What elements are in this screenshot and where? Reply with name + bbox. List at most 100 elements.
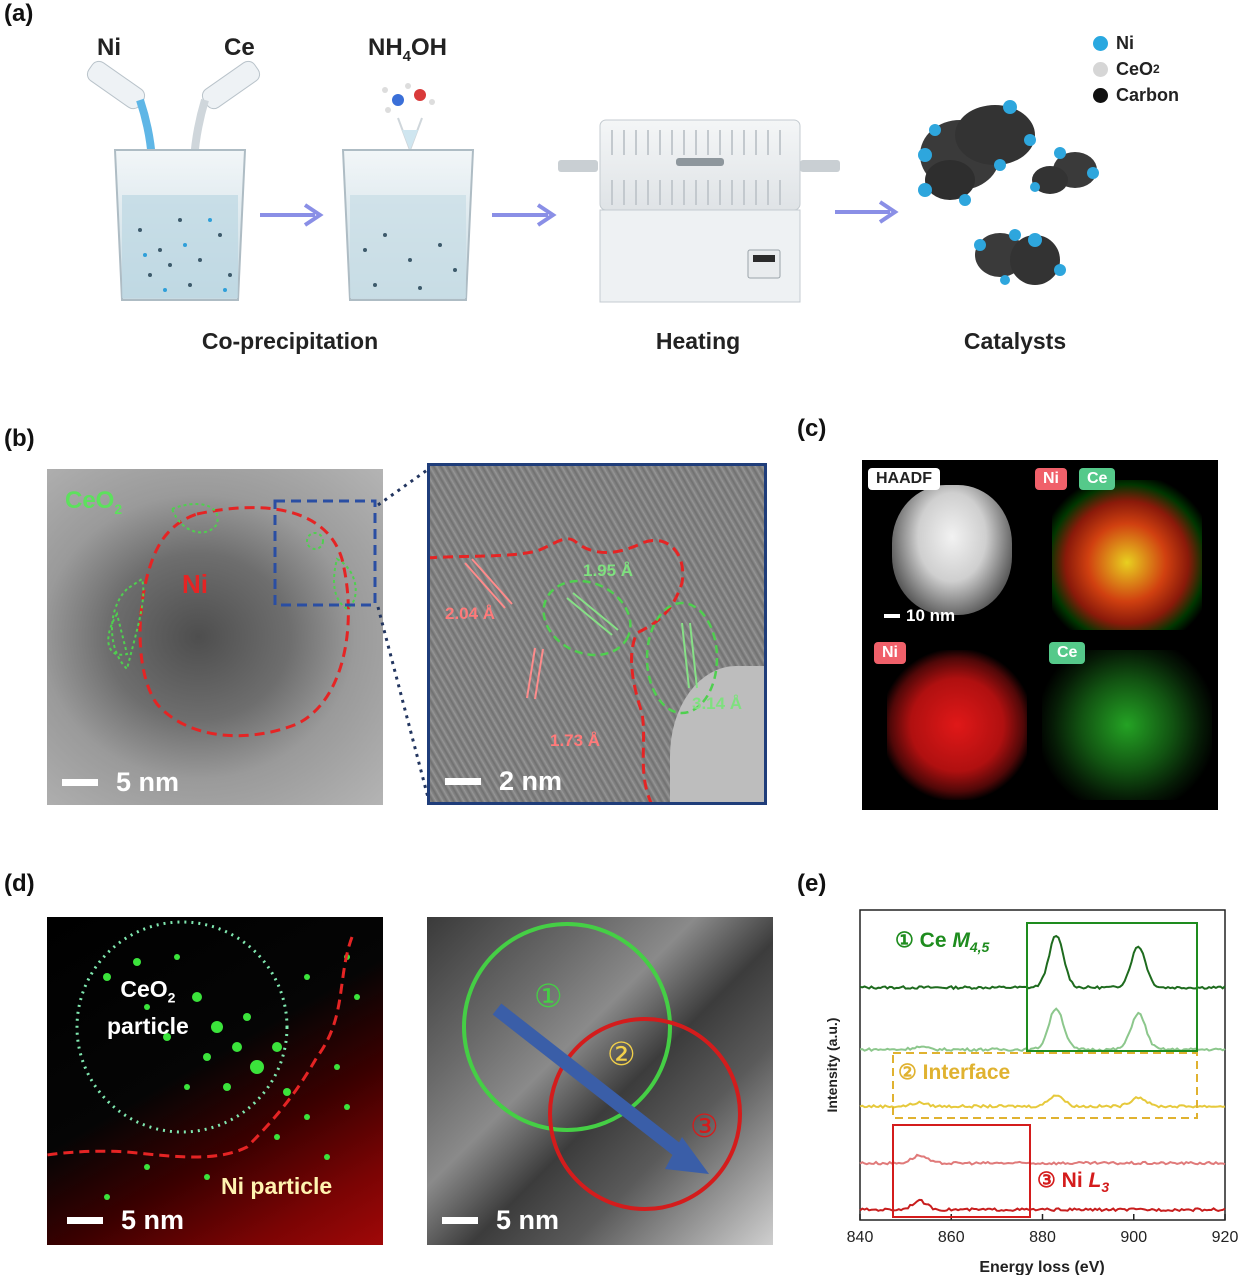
tag-haadf: HAADF bbox=[868, 468, 940, 490]
panel-a-label: (a) bbox=[4, 0, 34, 27]
ce-m45-box bbox=[1026, 922, 1198, 1052]
d-spacing-3: 1.73 Å bbox=[550, 731, 601, 750]
tem-image-high-mag: 1.95 Å 2.04 Å 1.73 Å 3.14 Å 2 nm bbox=[427, 463, 767, 805]
arrow-1 bbox=[260, 203, 324, 227]
marker-1: ① bbox=[534, 978, 563, 1014]
label-ni-particle: Ni particle bbox=[221, 1173, 333, 1199]
reagent-ce: Ce bbox=[224, 34, 255, 61]
scalebar-b-right-bar bbox=[445, 778, 481, 785]
scalebar-d-left-bar bbox=[67, 1217, 103, 1224]
reagent-nh4oh-sub: 4 bbox=[402, 47, 412, 65]
spectrum-line-1 bbox=[859, 934, 1226, 991]
eds-map-ni bbox=[887, 650, 1027, 800]
tag-ni-overlay: Ni bbox=[1035, 468, 1067, 490]
marker-3: ③ bbox=[690, 1108, 719, 1144]
scalebar-c-text: 10 nm bbox=[906, 606, 956, 625]
tag-ce-overlay: Ce bbox=[1079, 468, 1116, 490]
eds-map-ce bbox=[1042, 650, 1212, 800]
scalebar-d-left: 5 nm bbox=[67, 1205, 184, 1236]
arrow-3 bbox=[835, 200, 899, 224]
scalebar-b-left-bar bbox=[62, 779, 98, 786]
legend-text-ceo2-sub: 2 bbox=[1153, 62, 1160, 76]
label-ceo2-d-sub: 2 bbox=[167, 989, 176, 1006]
legend-text-carbon: Carbon bbox=[1116, 84, 1179, 105]
scalebar-d-right: 5 nm bbox=[442, 1205, 559, 1236]
step-coprecipitation: Co-precipitation bbox=[201, 328, 379, 354]
scalebar-c: 10 nm bbox=[884, 606, 955, 626]
reagent-nh4oh-main: NH bbox=[368, 34, 403, 61]
label-ceo2-b: CeO2 bbox=[65, 487, 122, 517]
x-tick-label-860: 860 bbox=[938, 1229, 965, 1246]
reagent-nh4oh-tail: OH bbox=[411, 34, 448, 61]
spectrum-line-5 bbox=[859, 1198, 1226, 1213]
x-tick-label-920: 920 bbox=[1212, 1229, 1239, 1246]
legend-item-ni: Ni bbox=[1093, 30, 1179, 56]
x-tick-label-880: 880 bbox=[1029, 1229, 1056, 1246]
legend-dot-carbon bbox=[1093, 87, 1108, 103]
tem-low-mag-overlay bbox=[107, 499, 377, 738]
reagent-nh4oh: NH4OH bbox=[368, 34, 447, 65]
legend-text-ni: Ni bbox=[1116, 32, 1134, 53]
panel-e-label: (e) bbox=[797, 870, 827, 897]
synthesis-scheme bbox=[86, 60, 899, 303]
label-ceo2-particle: CeO2 particle bbox=[107, 975, 189, 1040]
beaker-precipitation bbox=[341, 149, 475, 301]
label-ceo2-d-line2: particle bbox=[107, 1012, 189, 1039]
scalebar-b-left-text: 5 nm bbox=[116, 767, 180, 797]
stem-image: ① ② ③ 5 nm bbox=[427, 917, 773, 1245]
eels-map: CeO2 particle Ni particle 5 nm bbox=[47, 917, 383, 1245]
x-tick-label-900: 900 bbox=[1120, 1229, 1147, 1246]
catalyst-particles bbox=[918, 100, 1099, 285]
scalebar-d-right-text: 5 nm bbox=[496, 1205, 560, 1235]
legend-dot-ceo2 bbox=[1093, 61, 1108, 77]
scalebar-c-bar bbox=[884, 614, 900, 618]
ni-l3-label: ③ Ni L3 bbox=[1037, 1169, 1109, 1195]
scalebar-d-right-bar bbox=[442, 1217, 478, 1224]
interface-box bbox=[892, 1052, 1198, 1119]
tube-furnace bbox=[558, 119, 840, 303]
ce-m45-label: ① Ce M4,5 bbox=[895, 929, 990, 955]
ni-l3-box bbox=[892, 1124, 1031, 1218]
nh4oh-molecule-icon bbox=[382, 83, 435, 153]
label-ceo2-d-main: CeO bbox=[120, 976, 168, 1002]
label-ceo2-b-main: CeO bbox=[65, 487, 115, 514]
pour-tube-ni bbox=[86, 60, 156, 161]
eels-map-overlay bbox=[47, 920, 360, 1200]
eels-spectra-chart: 840 860 880 900 920 Intensity (a.u.) Energy … bbox=[824, 909, 1239, 1275]
scalebar-d-left-text: 5 nm bbox=[121, 1205, 185, 1235]
interface-label: ② Interface bbox=[898, 1061, 1010, 1084]
eds-map-ni-ce-overlay bbox=[1052, 480, 1202, 630]
legend-text-ceo2: CeO bbox=[1116, 58, 1154, 79]
haadf-image bbox=[892, 485, 1012, 615]
d-spacing-4: 3.14 Å bbox=[692, 694, 743, 713]
label-ceo2-b-sub: 2 bbox=[114, 500, 123, 517]
scalebar-b-right-text: 2 nm bbox=[499, 766, 563, 796]
legend-dot-ni bbox=[1093, 35, 1108, 51]
spectrum-line-2 bbox=[859, 1007, 1226, 1053]
x-tick-label-840: 840 bbox=[847, 1229, 874, 1246]
step-catalysts: Catalysts bbox=[963, 328, 1067, 354]
d-spacing-2: 2.04 Å bbox=[445, 604, 496, 623]
label-ni-b: Ni bbox=[182, 569, 208, 599]
arrow-2 bbox=[492, 203, 557, 227]
tem-high-mag-overlay bbox=[430, 537, 719, 802]
spectrum-line-4 bbox=[859, 1153, 1226, 1166]
tem-image-low-mag: CeO2 Ni 5 nm bbox=[47, 469, 383, 805]
step-heating: Heating bbox=[655, 328, 741, 354]
legend-item-carbon: Carbon bbox=[1093, 82, 1179, 108]
scalebar-b-left: 5 nm bbox=[62, 767, 179, 798]
reagent-ni: Ni bbox=[97, 34, 121, 61]
zoom-connector bbox=[376, 466, 432, 806]
y-axis-label: Intensity (a.u.) bbox=[824, 1018, 840, 1113]
tag-ni: Ni bbox=[874, 642, 906, 664]
marker-2: ② bbox=[607, 1036, 636, 1072]
beaker-mixing bbox=[113, 149, 247, 301]
spectrum-line-3 bbox=[859, 1094, 1226, 1109]
pour-tube-ce bbox=[190, 60, 261, 161]
d-spacing-1: 1.95 Å bbox=[583, 561, 634, 580]
stem-overlay bbox=[462, 922, 742, 1211]
x-axis-label: Energy loss (eV) bbox=[979, 1259, 1104, 1275]
panel-b-label: (b) bbox=[4, 425, 35, 452]
